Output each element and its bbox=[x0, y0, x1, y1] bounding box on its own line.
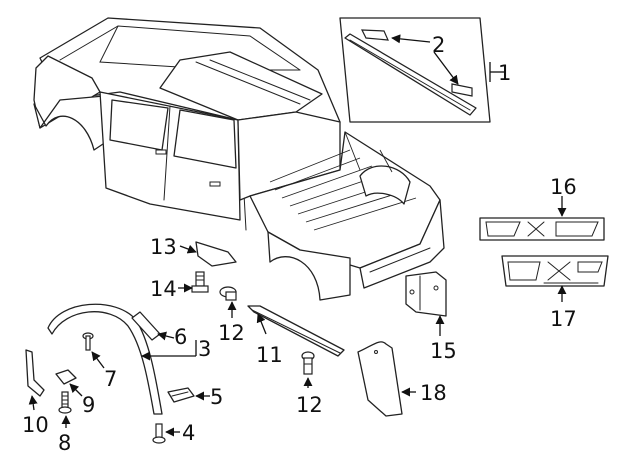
pushpin-12-lower bbox=[301, 351, 315, 375]
callout-11: 11 bbox=[256, 343, 283, 367]
4x4-emblem bbox=[479, 217, 605, 241]
pushpin-12-upper bbox=[219, 286, 237, 301]
wheel-opening-moulding-3 bbox=[47, 303, 163, 415]
callout-9: 9 bbox=[82, 393, 95, 417]
callout-12-upper: 12 bbox=[218, 321, 245, 345]
callout-17: 17 bbox=[550, 307, 577, 331]
callout-16: 16 bbox=[550, 175, 577, 199]
bracket-15 bbox=[405, 271, 447, 317]
screw-8 bbox=[58, 391, 72, 414]
callout-1: 1 bbox=[498, 61, 511, 85]
callout-13: 13 bbox=[150, 235, 177, 259]
callout-8: 8 bbox=[58, 431, 71, 455]
callout-2: 2 bbox=[432, 33, 445, 57]
truck-body bbox=[33, 17, 445, 301]
callout-15: 15 bbox=[430, 339, 457, 363]
shield-13 bbox=[195, 241, 237, 267]
mud-flap-18 bbox=[357, 341, 403, 417]
callout-18: 18 bbox=[420, 381, 447, 405]
clip-9 bbox=[55, 369, 77, 385]
bed-rail-assembly bbox=[339, 17, 491, 123]
trim-10 bbox=[25, 349, 45, 397]
callout-3: 3 bbox=[198, 337, 211, 361]
callout-10: 10 bbox=[22, 413, 49, 437]
callout-12-lower: 12 bbox=[296, 393, 323, 417]
pushpin-7 bbox=[82, 332, 94, 351]
pushpin-4 bbox=[152, 423, 166, 444]
callout-4: 4 bbox=[182, 421, 195, 445]
bolt-14 bbox=[191, 271, 209, 293]
callout-6: 6 bbox=[174, 325, 187, 349]
callout-5: 5 bbox=[210, 385, 223, 409]
callout-7: 7 bbox=[104, 367, 117, 391]
clip-5 bbox=[167, 387, 195, 403]
callout-14: 14 bbox=[150, 277, 177, 301]
moulding-11 bbox=[247, 305, 345, 357]
fx4-emblem bbox=[501, 255, 609, 287]
